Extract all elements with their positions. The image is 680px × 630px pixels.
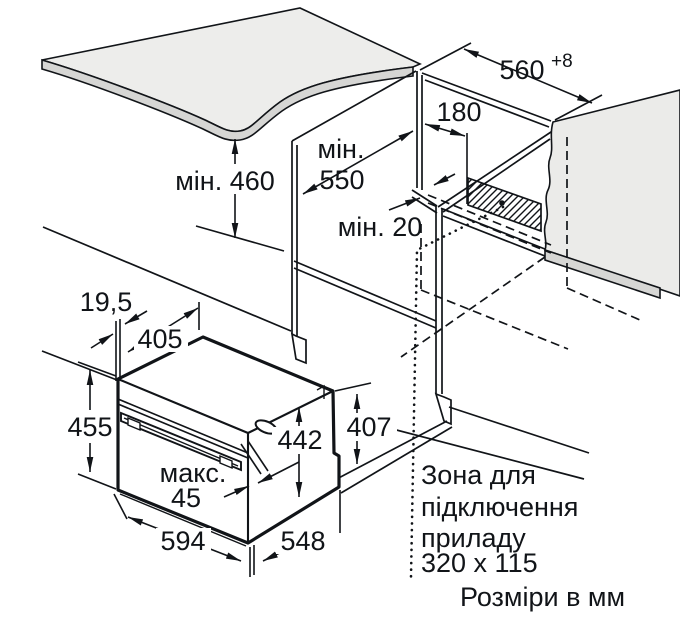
label-560: 560: [499, 55, 544, 85]
label-455: 455: [67, 412, 112, 442]
label-594: 594: [160, 526, 205, 556]
label-max-word: макс.: [160, 458, 227, 488]
oven-outline: [116, 335, 341, 545]
connection-zone-label: Зона для підключення приладу 320 x 115: [421, 460, 578, 578]
zone-projection-line: [409, 205, 505, 579]
connection-zone: [467, 176, 542, 233]
countertop-surface: [41, 7, 422, 133]
zone-label-line3: приладу: [421, 523, 526, 553]
side-wall: [543, 89, 680, 300]
label-442: 442: [277, 425, 322, 455]
oven-niche: [411, 71, 558, 426]
connection-zone-hatch: [467, 176, 542, 233]
countertop-cut-edge: [41, 58, 414, 142]
side-wall-bottom-edge: [544, 248, 661, 300]
environment-lines: [41, 226, 590, 494]
label-180: 180: [436, 97, 481, 127]
label-548: 548: [280, 526, 325, 556]
label-min-550-value: 550: [319, 165, 364, 195]
zone-label-line1: Зона для: [421, 460, 536, 490]
niche-leg: [434, 392, 452, 426]
label-min-460: мін. 460: [175, 166, 275, 196]
cabinet-leg: [290, 332, 307, 365]
connection-point-dot: [499, 200, 505, 206]
tall-cabinet: [290, 70, 437, 365]
dimension-labels: мін. 460 мін. 550 180 560 +8 мін. 20 19,…: [64, 51, 573, 556]
handle-mount-left: [127, 416, 141, 432]
zone-label-size: 320 x 115: [421, 548, 538, 578]
oven-vent-notch: [316, 384, 325, 399]
side-wall-panel: [543, 89, 680, 297]
label-min-20: мін. 20: [338, 212, 423, 242]
label-560-tolerance: +8: [551, 51, 573, 72]
units-note: Розміри в мм: [460, 582, 625, 612]
handle-mount-right: [219, 454, 233, 470]
hidden-niche-outline: [400, 137, 641, 358]
label-19-5: 19,5: [80, 287, 133, 317]
label-max-value: 45: [171, 483, 201, 513]
countertop: [41, 7, 422, 142]
label-min-550-word: мін.: [318, 134, 365, 164]
zone-label-line2: підключення: [421, 492, 578, 522]
label-405: 405: [137, 324, 182, 354]
label-407: 407: [346, 412, 391, 442]
